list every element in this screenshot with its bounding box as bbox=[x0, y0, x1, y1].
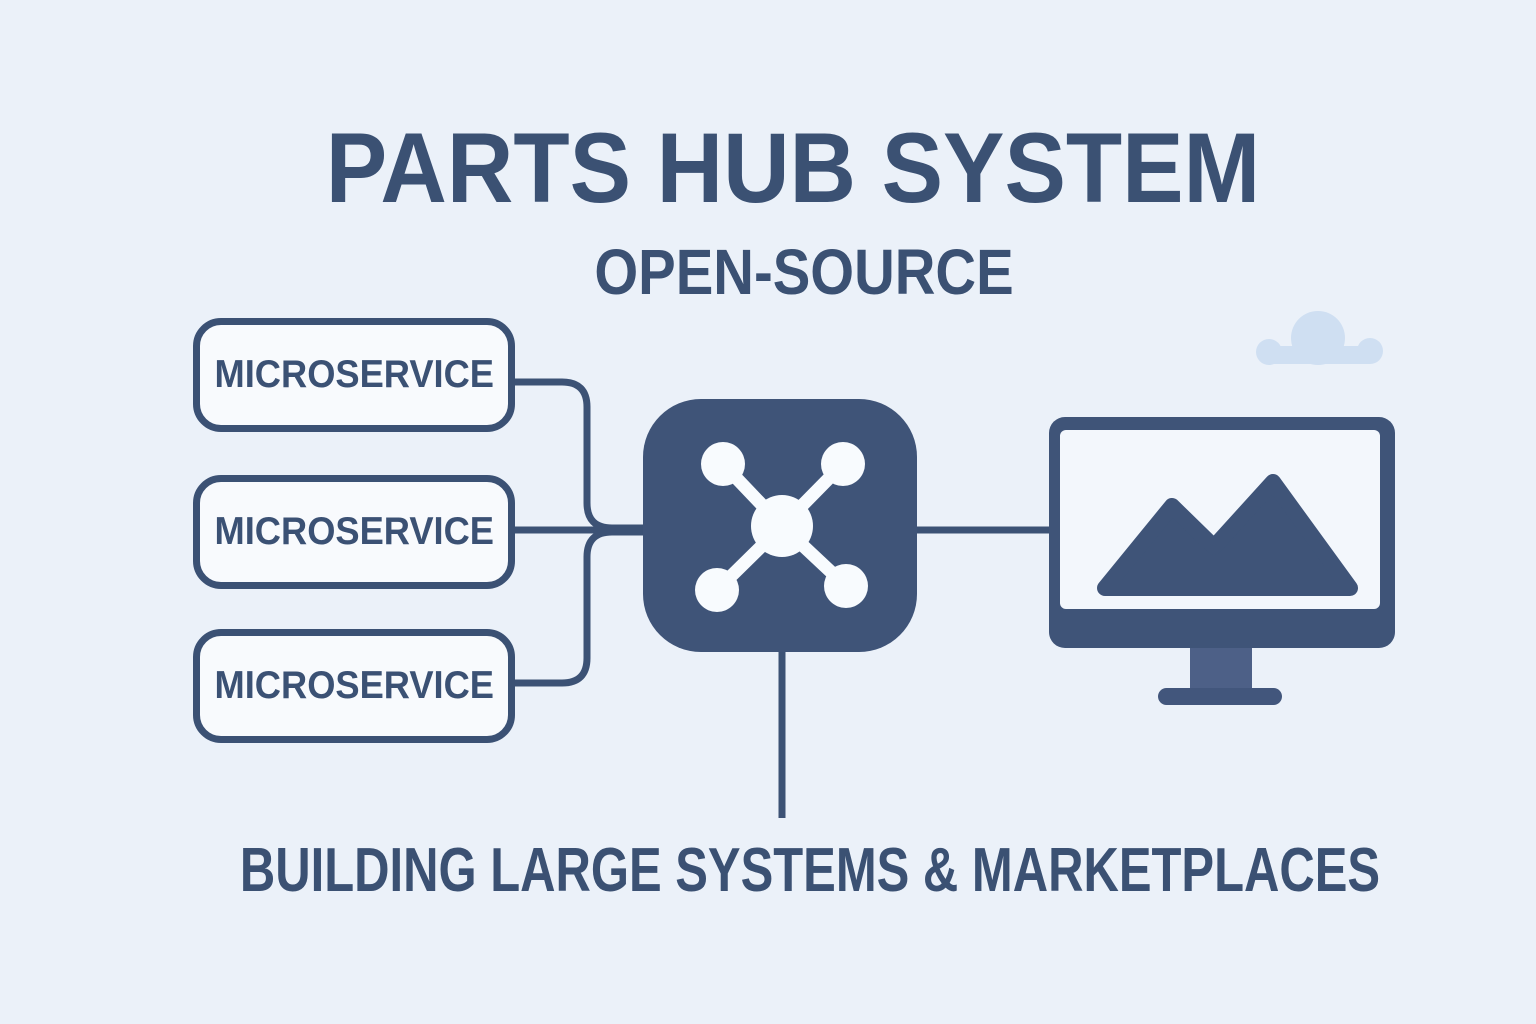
monitor-base bbox=[1158, 688, 1282, 705]
monitor-icon bbox=[1049, 417, 1395, 648]
image-mountains-icon bbox=[1097, 474, 1358, 596]
microservice-node-3: MICROSERVICE bbox=[193, 629, 515, 743]
microservice-node-1: MICROSERVICE bbox=[193, 318, 515, 432]
microservice-label: MICROSERVICE bbox=[214, 510, 494, 553]
network-hub-icon bbox=[695, 442, 868, 612]
page-title: PARTS HUB SYSTEM bbox=[325, 112, 1261, 223]
connector-bottom-microservice-to-hub bbox=[515, 528, 645, 687]
footer-caption: BUILDING LARGE SYSTEMS & MARKETPLACES bbox=[239, 836, 1381, 905]
monitor-stand bbox=[1190, 646, 1252, 690]
monitor-screen bbox=[1060, 430, 1380, 609]
microservice-label: MICROSERVICE bbox=[214, 664, 494, 707]
cloud-icon bbox=[1256, 311, 1383, 365]
hub-node bbox=[643, 399, 917, 652]
microservice-node-2: MICROSERVICE bbox=[193, 475, 515, 589]
page-subtitle: OPEN-SOURCE bbox=[594, 236, 1014, 308]
connector-top-microservice-to-hub bbox=[515, 378, 645, 532]
microservice-label: MICROSERVICE bbox=[214, 353, 494, 396]
